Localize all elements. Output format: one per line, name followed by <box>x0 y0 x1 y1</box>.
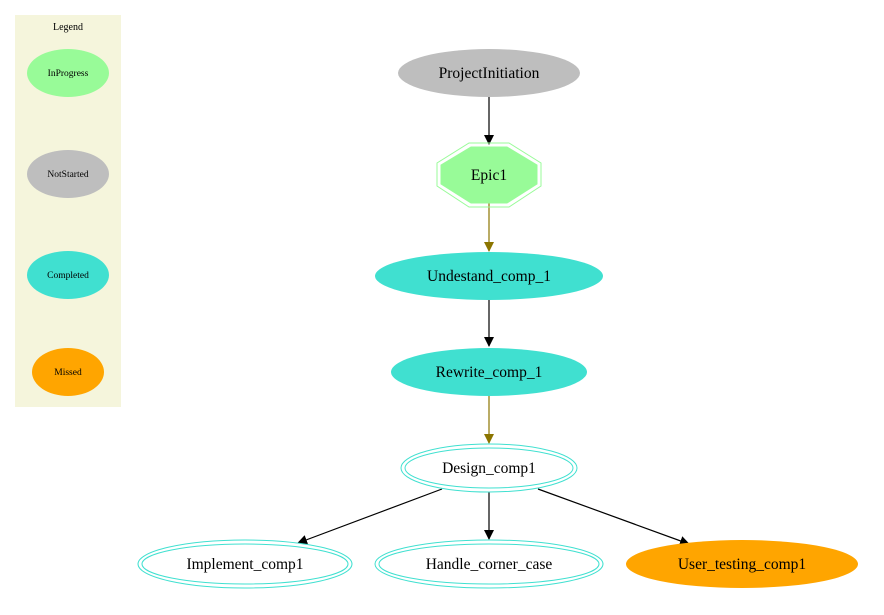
node-outer-octagon <box>436 142 542 208</box>
legend-swatch-completed <box>27 251 109 299</box>
node-label: Handle_corner_case <box>426 556 553 573</box>
node-undestand-comp-1[interactable]: Undestand_comp_1 <box>375 252 603 300</box>
node-shape <box>391 348 587 396</box>
legend-swatch-inprogress <box>27 49 109 97</box>
node-design-comp1[interactable]: Design_comp1 <box>400 443 578 493</box>
node-label: Undestand_comp_1 <box>427 268 551 285</box>
legend: Legend InProgress NotStarted Completed M… <box>15 15 121 407</box>
node-label: Rewrite_comp_1 <box>436 364 543 381</box>
legend-label-missed: Missed <box>54 368 82 378</box>
node-handle-corner-case[interactable]: Handle_corner_case <box>374 539 604 589</box>
node-label: ProjectInitiation <box>439 65 540 82</box>
node-label: User_testing_comp1 <box>678 556 806 573</box>
node-rewrite-comp-1[interactable]: Rewrite_comp_1 <box>391 348 587 396</box>
node-inner-ring <box>378 543 600 585</box>
node-outer-ring <box>374 539 604 589</box>
node-label: Implement_comp1 <box>186 556 303 573</box>
legend-label-notstarted: NotStarted <box>47 170 88 180</box>
node-epic1[interactable]: Epic1 <box>436 142 542 208</box>
node-outer-ring <box>137 539 353 589</box>
legend-item-inprogress: InProgress <box>27 49 109 97</box>
edges <box>297 97 690 546</box>
node-label: Epic1 <box>471 167 507 184</box>
node-inner-ring <box>141 543 349 585</box>
legend-title: Legend <box>53 22 83 33</box>
legend-item-missed: Missed <box>32 348 104 396</box>
legend-label-inprogress: InProgress <box>48 69 89 79</box>
node-inner-ring <box>404 447 574 489</box>
edge-design-usertesting <box>537 488 690 546</box>
node-label: Design_comp1 <box>442 460 536 477</box>
node-inner-octagon <box>440 146 538 204</box>
node-shape <box>375 252 603 300</box>
node-implement-comp1[interactable]: Implement_comp1 <box>137 539 353 589</box>
node-project-initiation[interactable]: ProjectInitiation <box>398 49 580 97</box>
legend-swatch-missed <box>32 348 104 396</box>
node-shape <box>398 49 580 97</box>
legend-label-completed: Completed <box>47 271 89 281</box>
legend-item-notstarted: NotStarted <box>27 150 109 198</box>
node-shape <box>626 540 858 588</box>
edge-design-implement <box>297 488 443 545</box>
legend-swatch-notstarted <box>27 150 109 198</box>
node-outer-ring <box>400 443 578 493</box>
node-user-testing-comp1[interactable]: User_testing_comp1 <box>626 540 858 588</box>
legend-item-completed: Completed <box>27 251 109 299</box>
